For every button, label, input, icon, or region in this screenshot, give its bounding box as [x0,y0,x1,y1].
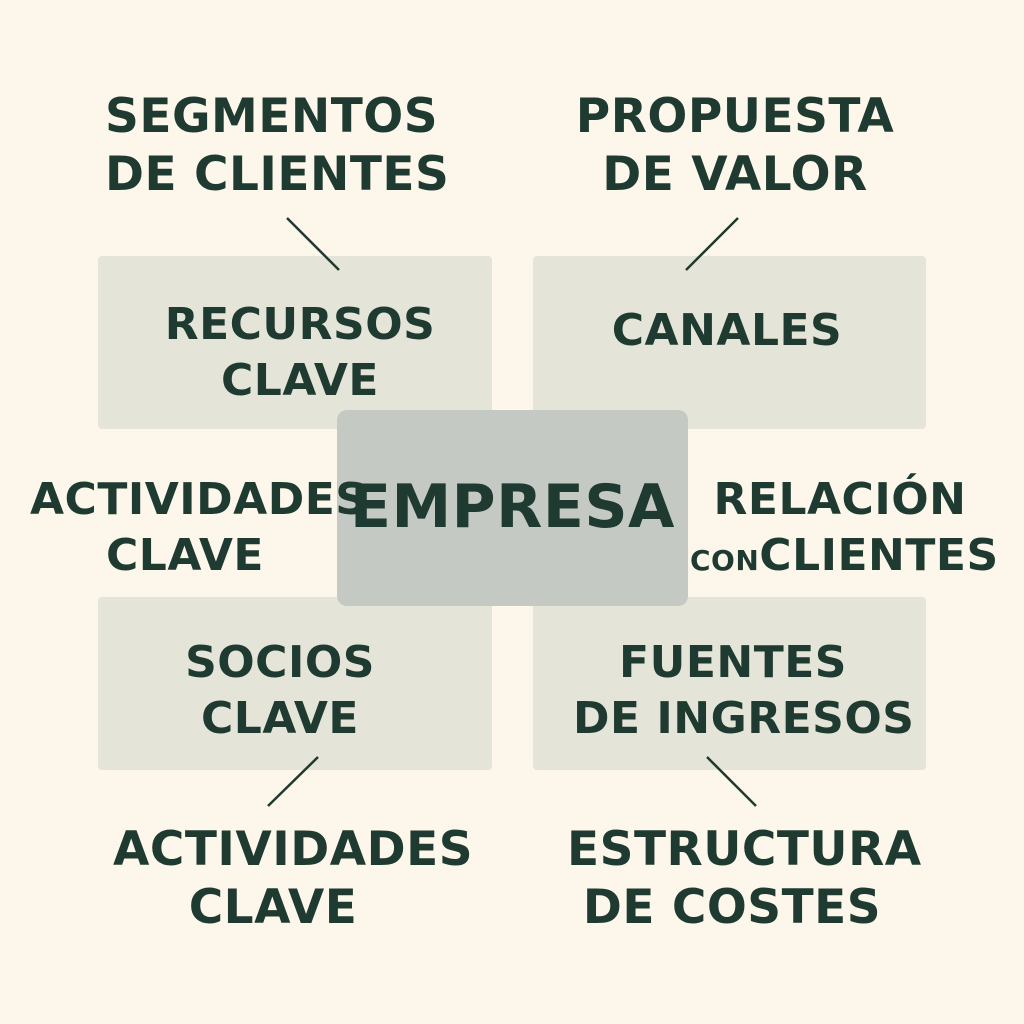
label-line: CANALES [611,305,843,356]
box-socios-clave [98,597,492,770]
label-line: CLAVE [200,693,359,744]
label-actividades-clave-bottom: ACTIVIDADES CLAVE [113,822,474,935]
label-line: DE INGRESOS [573,693,915,744]
label-con: CON [690,544,760,577]
label-line: RECURSOS [164,299,436,350]
label-clientes: CLIENTES [759,530,999,581]
label-actividades-clave-middle: ACTIVIDADES CLAVE [30,474,368,581]
box-canales [533,256,926,429]
label-propuesta-de-valor: PROPUESTA DE VALOR [575,93,895,198]
label-line: CLAVE [188,880,358,935]
label-line: ACTIVIDADES [30,474,368,525]
label-socios-clave: SOCIOS CLAVE [130,641,430,741]
connector-socios [267,756,319,807]
label-line: CLAVE [220,355,379,406]
label-fuentes-de-ingresos: FUENTES DE INGRESOS [573,637,915,744]
label-line: ACTIVIDADES [113,822,474,877]
label-line: CLAVE [105,530,264,581]
label-line: ESTRUCTURA [567,822,922,877]
label-line: DE VALOR [602,147,868,202]
label-line: FUENTES [619,637,847,688]
label-recursos-clave: RECURSOS CLAVE [150,303,450,403]
label-estructura-de-costes: ESTRUCTURA DE COSTES [567,822,922,935]
connector-segmentos [286,217,340,271]
label-relacion-con-clientes: RELACIÓN CONCLIENTES [690,474,998,578]
label-line: RELACIÓN [713,474,967,525]
connector-propuesta [685,217,739,271]
label-segmentos-de-clientes: SEGMENTOS DE CLIENTES [105,89,450,202]
label-empresa: EMPRESA [337,477,688,537]
label-line: EMPRESA [349,472,675,542]
box-empresa [337,410,688,606]
label-line: SOCIOS [185,637,375,688]
connector-fuentes [706,756,757,807]
label-canales: CANALES [577,309,877,353]
label-line: DE CLIENTES [105,147,450,202]
box-fuentes-de-ingresos [533,597,926,770]
label-line: SEGMENTOS [105,89,439,144]
box-recursos-clave [98,256,492,429]
label-line: PROPUESTA [575,89,895,144]
label-line: DE COSTES [582,880,882,935]
